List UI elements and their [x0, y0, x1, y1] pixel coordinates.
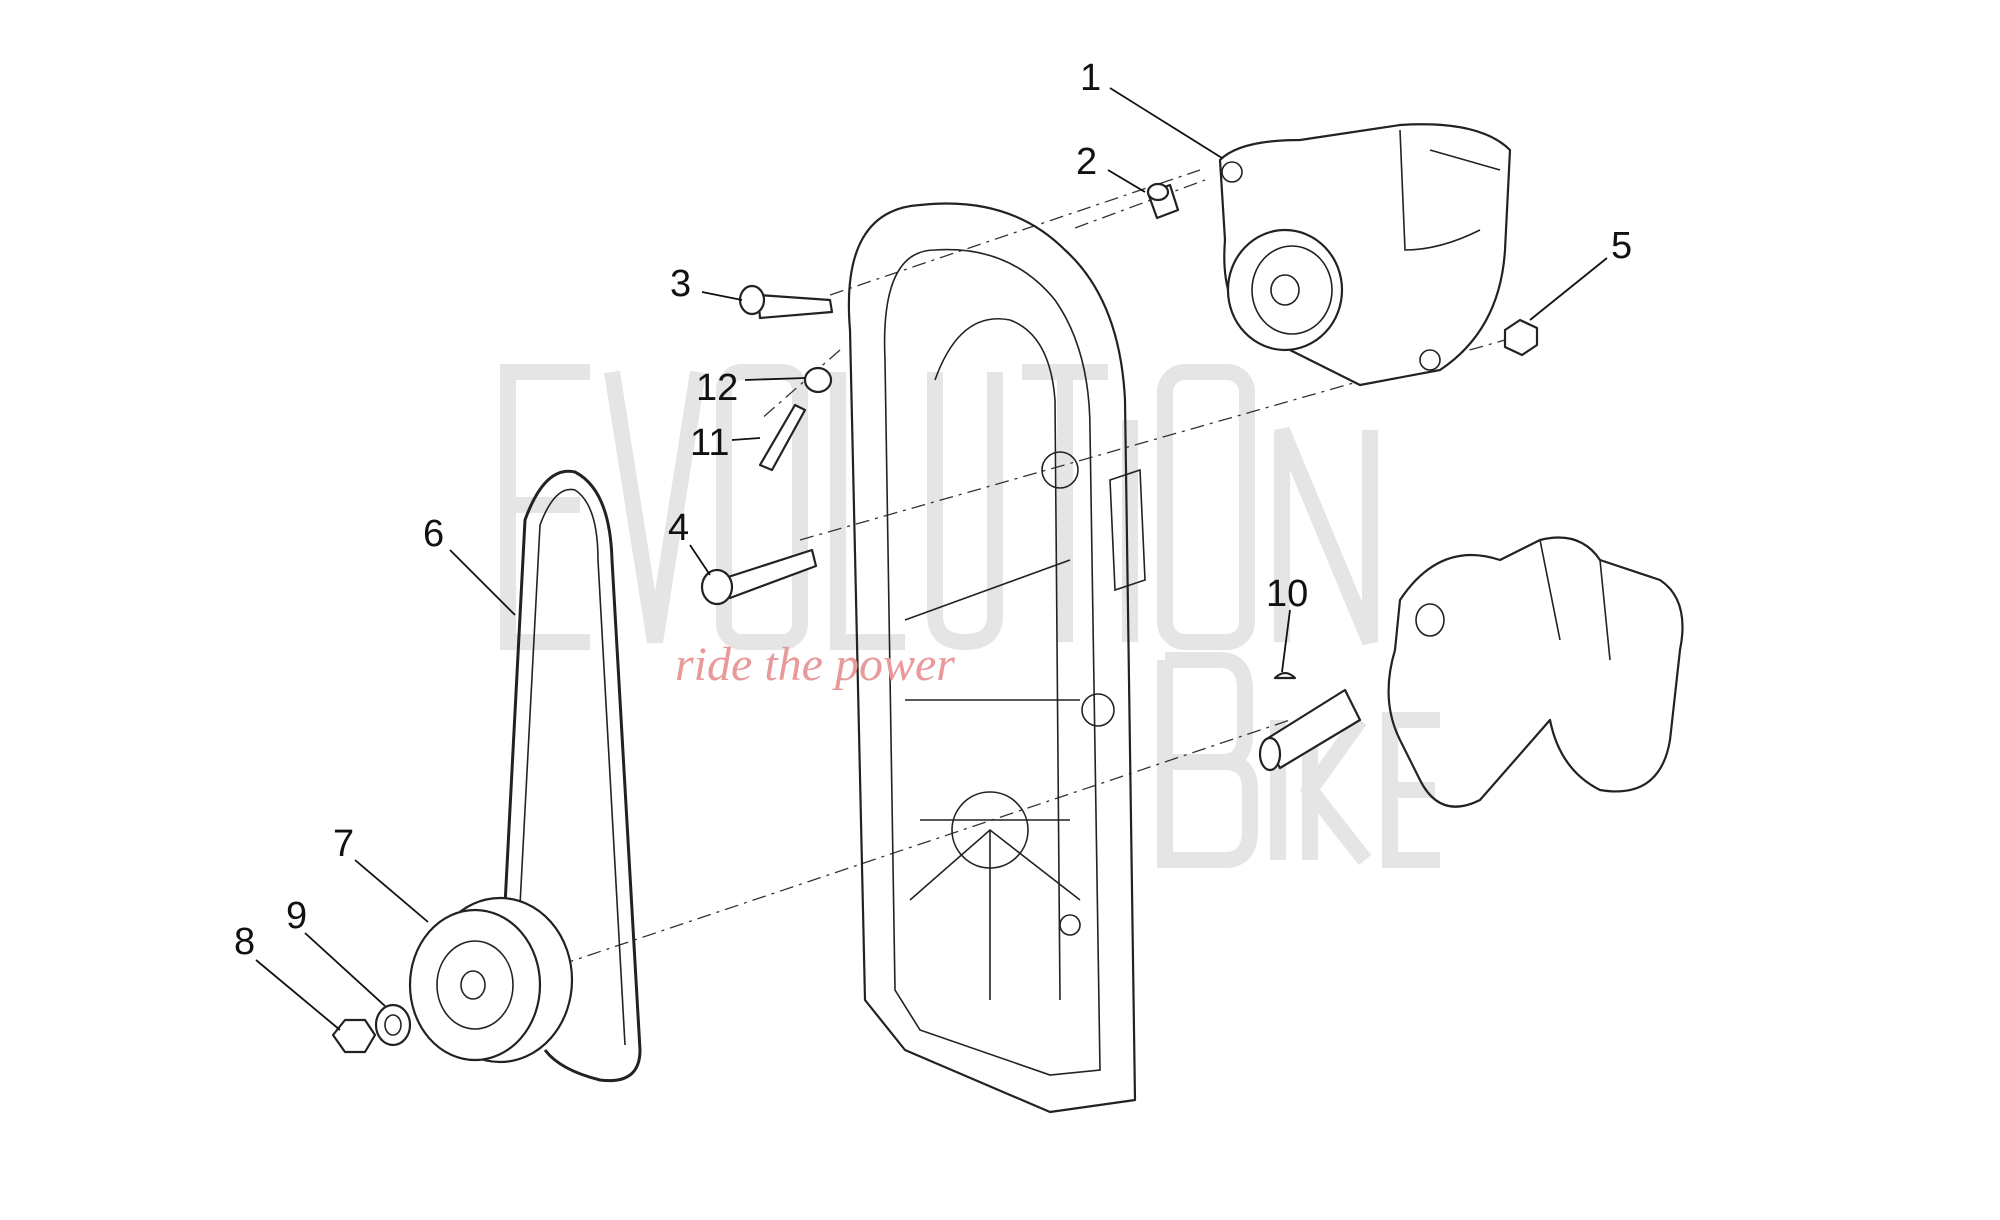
leader-lines: [255, 87, 1608, 1031]
watermark-letter-l: [830, 372, 905, 650]
part-drive-belt: [503, 469, 642, 1083]
callout-11: 11: [690, 422, 729, 464]
callout-12: 12: [696, 367, 738, 409]
part-bushing: [1146, 182, 1180, 220]
part-nut-12: [803, 366, 833, 394]
callout-10: 10: [1266, 573, 1308, 615]
part-pin-11: [758, 403, 807, 472]
callout-9: 9: [286, 895, 307, 937]
part-alternator: [1218, 123, 1512, 387]
watermark-letter-o2: [1157, 364, 1255, 650]
watermark-letter-t: [1022, 364, 1108, 642]
watermark-letter-o: [716, 364, 808, 650]
watermark-letter-e2: [1382, 712, 1440, 868]
part-nut-8: [331, 1018, 377, 1054]
watermark-logo: [500, 364, 1440, 868]
part-nut-5: [1503, 318, 1539, 357]
part-pulley: [408, 896, 574, 1064]
timing-cover: [847, 202, 1146, 1114]
callout-7: 7: [333, 823, 354, 865]
callout-5: 5: [1611, 225, 1632, 267]
part-screw-4: [700, 548, 818, 606]
callout-1: 1: [1080, 57, 1101, 99]
callout-4: 4: [668, 507, 689, 549]
watermark-letter-b: [1157, 652, 1258, 868]
callout-3: 3: [670, 263, 691, 305]
callout-8: 8: [234, 921, 255, 963]
part-key-10: [1273, 671, 1297, 680]
part-washer-9: [374, 1003, 412, 1047]
watermark-tagline: ride the power: [675, 638, 955, 691]
part-screw-3: [738, 284, 834, 320]
callout-labels: 1 2 3 4 5 6 7 8 9 10 11 12: [234, 57, 1632, 963]
callout-6: 6: [423, 513, 444, 555]
watermark-letter-e: [500, 364, 590, 650]
callout-2: 2: [1076, 141, 1097, 183]
watermark-letter-n: [1274, 426, 1378, 646]
watermark-letter-v: [604, 370, 706, 644]
watermark-letter-u: [927, 372, 1003, 651]
part-crankshaft: [1258, 536, 1684, 808]
